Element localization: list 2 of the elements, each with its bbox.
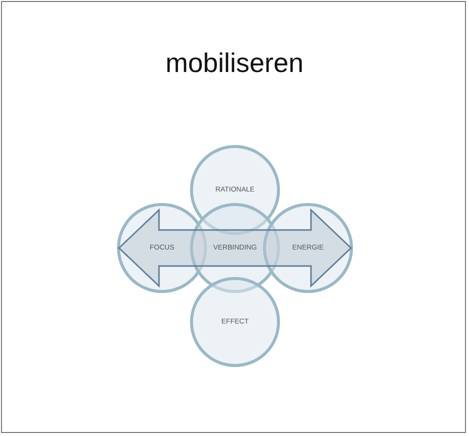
- double-arrow: [118, 208, 352, 288]
- title: mobiliseren: [164, 48, 305, 79]
